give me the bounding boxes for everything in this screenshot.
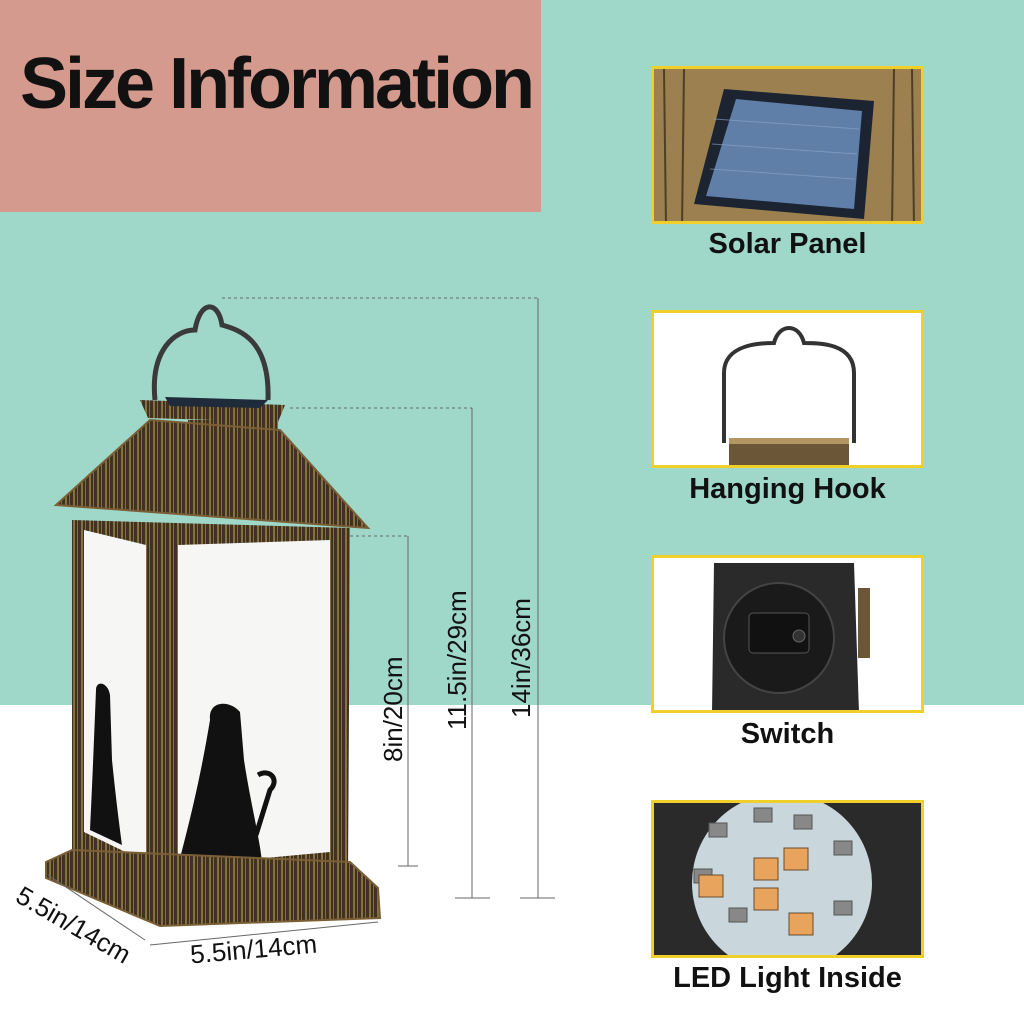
page-title: Size Information — [20, 44, 535, 124]
switch-icon — [748, 612, 810, 654]
hook-icon — [722, 326, 856, 443]
reaper-silhouette-front — [178, 703, 262, 866]
led-caption: LED Light Inside — [673, 962, 902, 994]
height-window-label: 8in/20cm — [378, 656, 408, 763]
dimension-guides — [47, 297, 555, 946]
solar-panel-caption: Solar Panel — [708, 228, 867, 260]
hanging-hook-caption: Hanging Hook — [689, 473, 886, 505]
led-chips — [698, 847, 814, 936]
lantern-solar-top — [165, 397, 268, 408]
title-banner: Size Information — [0, 0, 541, 212]
led-photo — [651, 800, 924, 958]
solar-panel-photo — [651, 66, 924, 224]
switch-photo — [651, 555, 924, 713]
lantern-roof — [53, 418, 371, 530]
switch-caption: Switch — [740, 718, 835, 750]
height-total-label: 14in/36cm — [506, 598, 536, 718]
height-body-label: 11.5in/29cm — [442, 590, 472, 730]
reaper-silhouette-left — [90, 683, 122, 845]
lantern-hook — [151, 304, 271, 401]
lantern-base — [45, 848, 382, 928]
hanging-hook-photo — [651, 310, 924, 468]
